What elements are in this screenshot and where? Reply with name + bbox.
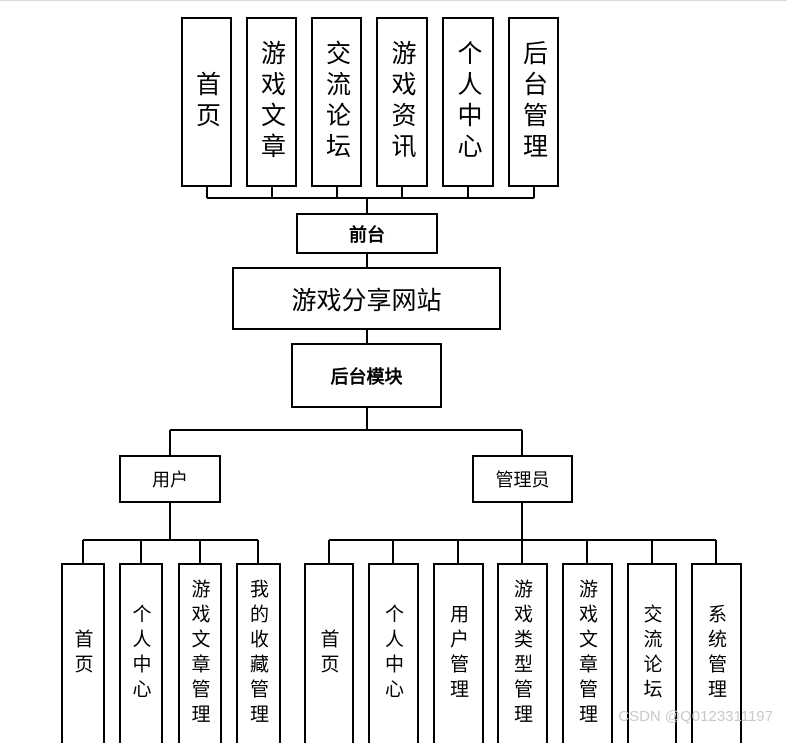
user-module-personal-center: 个人中心 [119, 563, 163, 743]
csdn-watermark: CSDN @Q0123311197 [618, 708, 773, 725]
user-module-home: 首页 [61, 563, 105, 743]
frontend-module-game-articles: 游戏文章 [246, 17, 297, 187]
user-module-article-management: 游戏文章管理 [178, 563, 222, 743]
role-user-node: 用户 [119, 455, 221, 503]
frontend-module-game-news: 游戏资讯 [376, 17, 428, 187]
admin-module-article-management: 游戏文章管理 [562, 563, 613, 743]
admin-module-game-type-management: 游戏类型管理 [497, 563, 548, 743]
admin-module-personal-center: 个人中心 [368, 563, 419, 743]
role-admin-node: 管理员 [472, 455, 573, 503]
frontend-module-backend-admin: 后台管理 [508, 17, 559, 187]
admin-module-system-management: 系统管理 [691, 563, 742, 743]
top-border [0, 0, 787, 1]
frontend-module-home: 首页 [181, 17, 232, 187]
backend-node: 后台模块 [291, 343, 442, 408]
admin-module-home: 首页 [304, 563, 354, 743]
user-module-favorites-management: 我的收藏管理 [236, 563, 281, 743]
frontend-module-forum: 交流论坛 [311, 17, 362, 187]
frontend-node: 前台 [296, 213, 438, 254]
admin-module-user-management: 用户管理 [433, 563, 484, 743]
admin-module-forum: 交流论坛 [627, 563, 677, 743]
system-title-node: 游戏分享网站 [232, 267, 501, 330]
frontend-module-personal-center: 个人中心 [442, 17, 494, 187]
